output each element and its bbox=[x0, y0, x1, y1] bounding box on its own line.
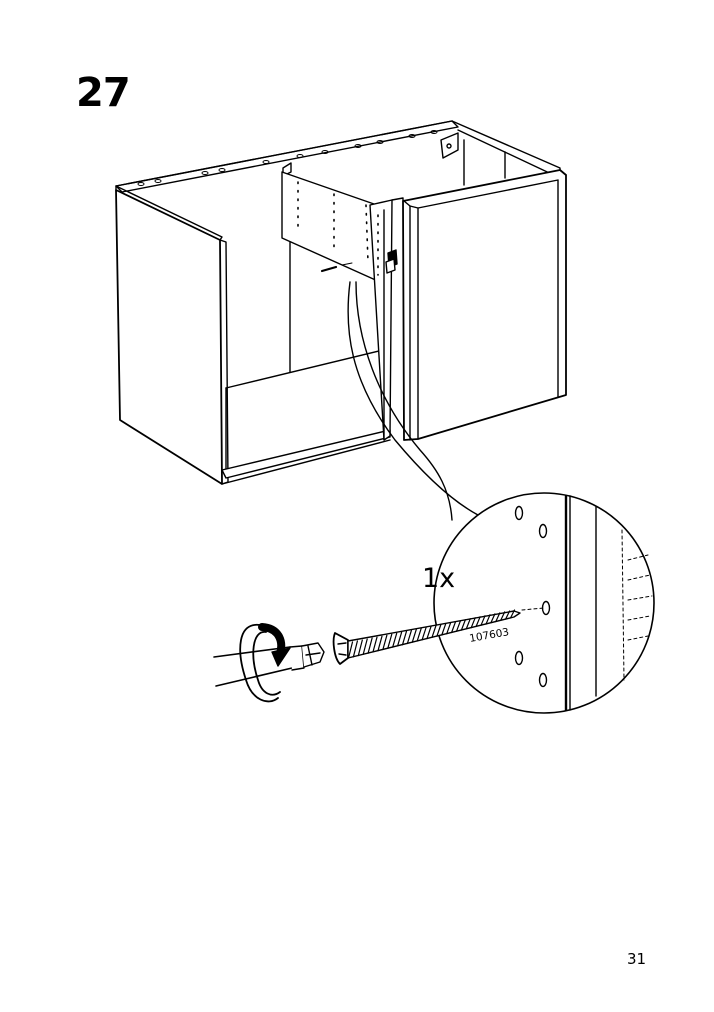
quantity-label: 1x bbox=[422, 563, 455, 594]
step-number: 27 bbox=[76, 70, 131, 116]
callout-leader bbox=[347, 281, 479, 521]
cabinet-assembly-illustration bbox=[115, 120, 567, 485]
zoom-callout-circle bbox=[433, 492, 655, 714]
screwdriver-icon bbox=[213, 642, 325, 687]
screw-icon bbox=[332, 609, 521, 665]
rail-holes bbox=[137, 130, 438, 186]
page-number: 31 bbox=[627, 950, 647, 968]
clockwise-rotation-icon bbox=[239, 623, 291, 703]
